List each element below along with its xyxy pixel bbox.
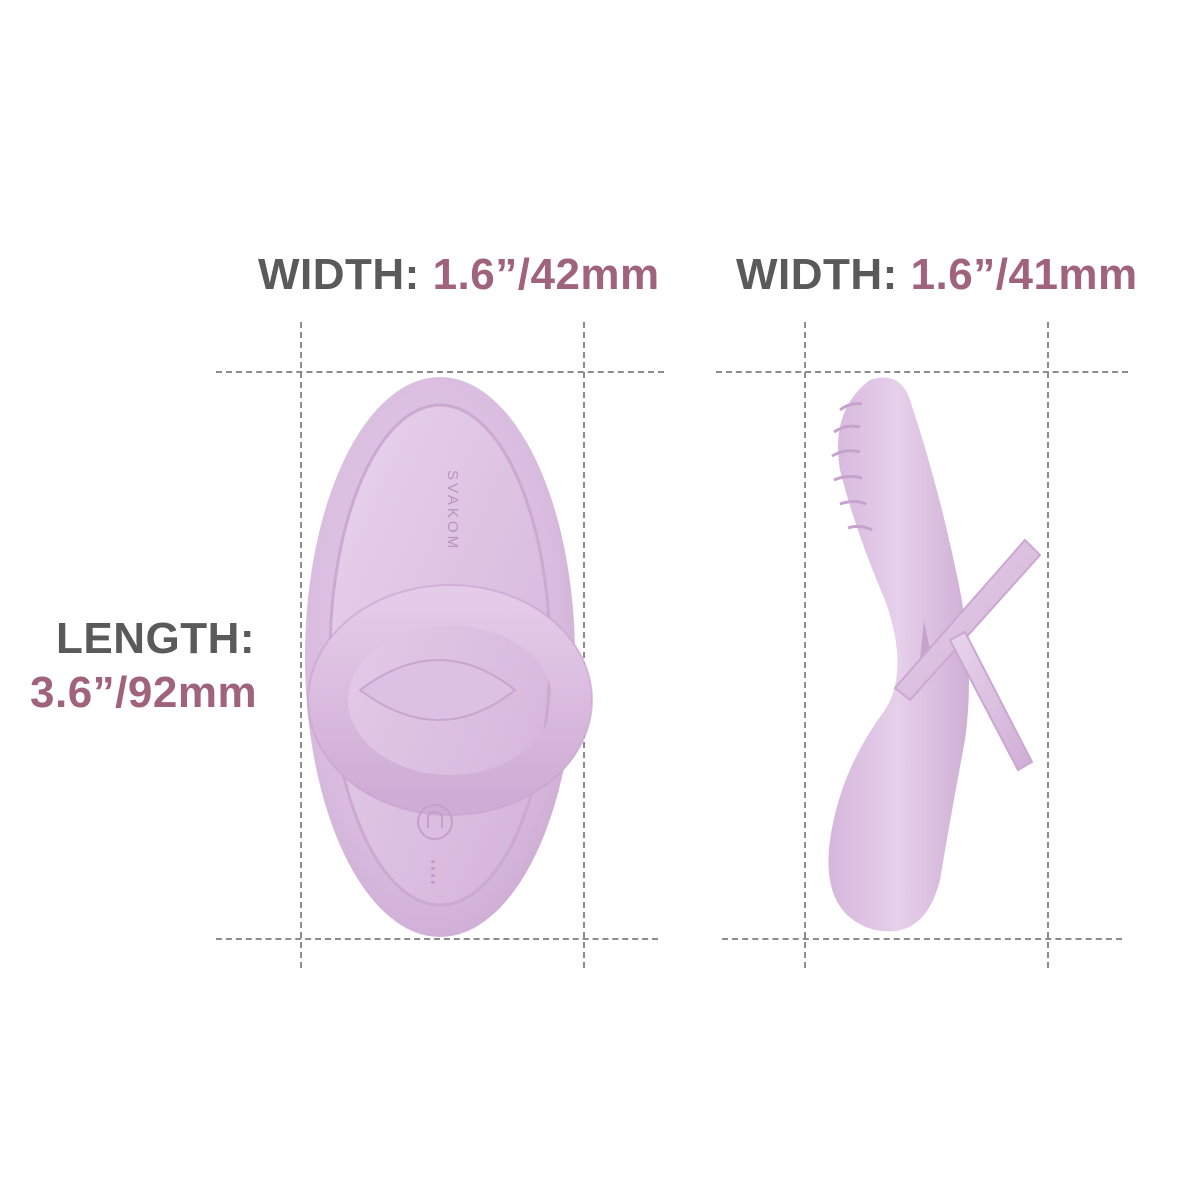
front-top-guide <box>216 371 664 373</box>
front-bottom-guide <box>216 938 658 940</box>
side-top-guide <box>716 371 1128 373</box>
front-width-label: WIDTH: 1.6”/42mm <box>258 250 660 300</box>
side-right-guide <box>1047 322 1049 968</box>
power-icon <box>417 804 453 840</box>
indicator-lights-icon <box>431 860 435 884</box>
length-value: 3.6”/92mm <box>30 668 258 717</box>
side-view-image <box>828 377 1042 932</box>
side-width-label: WIDTH: 1.6”/41mm <box>736 250 1138 300</box>
front-right-guide <box>583 322 585 968</box>
length-label: LENGTH: 3.6”/92mm <box>30 612 257 720</box>
front-view-image: SVAKOM <box>305 377 593 937</box>
side-width-key: WIDTH: <box>736 250 898 299</box>
front-width-value: 1.6”/42mm <box>432 250 660 299</box>
front-left-guide <box>300 322 302 968</box>
ridge-texture <box>831 402 873 532</box>
side-bottom-guide <box>722 938 1122 940</box>
side-left-guide <box>804 322 806 968</box>
front-width-key: WIDTH: <box>258 250 420 299</box>
length-key: LENGTH: <box>56 614 256 663</box>
brand-mark: SVAKOM <box>444 470 461 551</box>
side-width-value: 1.6”/41mm <box>910 250 1138 299</box>
